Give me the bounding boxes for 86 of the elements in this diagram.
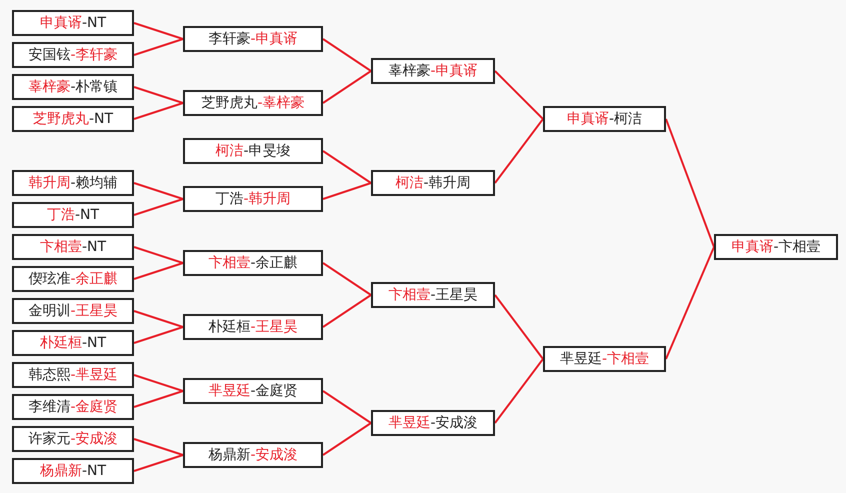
match-box xyxy=(12,266,134,292)
match-text: 许家元-安成浚 xyxy=(28,432,118,446)
match-text: 芈昱廷-卞相壹 xyxy=(560,352,650,366)
bracket-line xyxy=(322,150,372,184)
match-box xyxy=(12,42,134,68)
match-text: 芈昱廷-安成浚 xyxy=(388,416,478,430)
match-box xyxy=(543,106,666,132)
match-box xyxy=(183,186,323,212)
bracket-line xyxy=(665,246,715,360)
match-text: 卞相壹-余正麒 xyxy=(208,256,298,270)
bracket-line xyxy=(134,182,184,200)
match-box xyxy=(12,170,134,196)
match-box xyxy=(183,90,323,116)
bracket-line xyxy=(665,118,715,248)
match-text: 申真谞-卞相壹 xyxy=(731,240,821,254)
bracket-line xyxy=(494,118,544,184)
match-text: 丁浩-NT xyxy=(46,208,100,222)
bracket-line xyxy=(134,102,184,120)
bracket-line xyxy=(134,262,184,280)
match-text: 卞相壹-王星昊 xyxy=(388,288,478,302)
bracket-line xyxy=(134,390,184,408)
bracket-line xyxy=(494,358,544,424)
bracket-line xyxy=(134,310,184,328)
match-text: 芈昱廷-金庭贤 xyxy=(208,384,298,398)
match-text: 韩态熙-芈昱廷 xyxy=(28,368,118,382)
bracket-line xyxy=(134,86,184,104)
match-text: 李维清-金庭贤 xyxy=(28,400,118,414)
match-text: 朴廷桓-王星昊 xyxy=(208,320,298,334)
match-box xyxy=(371,282,495,308)
bracket-line xyxy=(134,22,184,40)
match-box xyxy=(12,362,134,388)
match-text: 辜梓豪-申真谞 xyxy=(388,64,478,78)
bracket-line xyxy=(134,326,184,344)
match-text: 杨鼎新-NT xyxy=(40,464,106,478)
match-text: 杨鼎新-安成浚 xyxy=(208,448,298,462)
match-box xyxy=(12,234,134,260)
match-text: 安国铉-李轩豪 xyxy=(28,48,118,62)
bracket-line xyxy=(322,390,372,424)
match-text: 李轩豪-申真谞 xyxy=(208,32,298,46)
match-box xyxy=(12,330,134,356)
match-box xyxy=(543,346,666,372)
bracket-line xyxy=(134,374,184,392)
bracket-line xyxy=(134,198,184,216)
bracket-line xyxy=(494,294,544,360)
bracket-line xyxy=(134,38,184,56)
match-box xyxy=(183,378,323,404)
bracket-line xyxy=(322,38,372,72)
bracket-line xyxy=(322,182,372,200)
match-box xyxy=(183,138,323,164)
match-box xyxy=(183,314,323,340)
match-box xyxy=(714,234,838,260)
match-box xyxy=(183,26,323,52)
match-text: 朴廷桓-NT xyxy=(40,336,106,350)
bracket-line xyxy=(322,422,372,456)
match-box xyxy=(183,442,323,468)
match-box xyxy=(12,298,134,324)
bracket-line xyxy=(322,294,372,328)
match-box xyxy=(12,10,134,36)
bracket-line xyxy=(494,70,544,120)
bracket-line xyxy=(134,246,184,264)
match-text: 偰玹准-余正麒 xyxy=(28,272,118,286)
match-text: 柯洁-韩升周 xyxy=(395,176,471,190)
match-text: 卞相壹-NT xyxy=(40,240,106,254)
match-box xyxy=(12,458,134,484)
bracket-line xyxy=(322,70,372,104)
match-box xyxy=(12,426,134,452)
match-box xyxy=(183,250,323,276)
match-text: 辜梓豪-朴常镇 xyxy=(28,80,118,94)
match-text: 韩升周-赖均辅 xyxy=(28,176,118,190)
match-text: 申真谞-柯洁 xyxy=(566,112,642,126)
match-box xyxy=(12,106,134,132)
match-box xyxy=(12,202,134,228)
match-text: 金明训-王星昊 xyxy=(28,304,118,318)
match-text: 丁浩-韩升周 xyxy=(215,192,291,206)
match-box xyxy=(371,410,495,436)
match-box xyxy=(12,394,134,420)
match-text: 柯洁-申旻埈 xyxy=(215,144,291,158)
match-box xyxy=(371,170,495,196)
match-box xyxy=(371,58,495,84)
bracket-line xyxy=(134,438,184,456)
bracket-line xyxy=(134,454,184,472)
match-text: 芝野虎丸-辜梓豪 xyxy=(201,96,305,110)
match-box xyxy=(12,74,134,100)
bracket-line xyxy=(322,262,372,296)
match-text: 芝野虎丸-NT xyxy=(32,112,114,126)
match-text: 申真谞-NT xyxy=(40,16,106,30)
